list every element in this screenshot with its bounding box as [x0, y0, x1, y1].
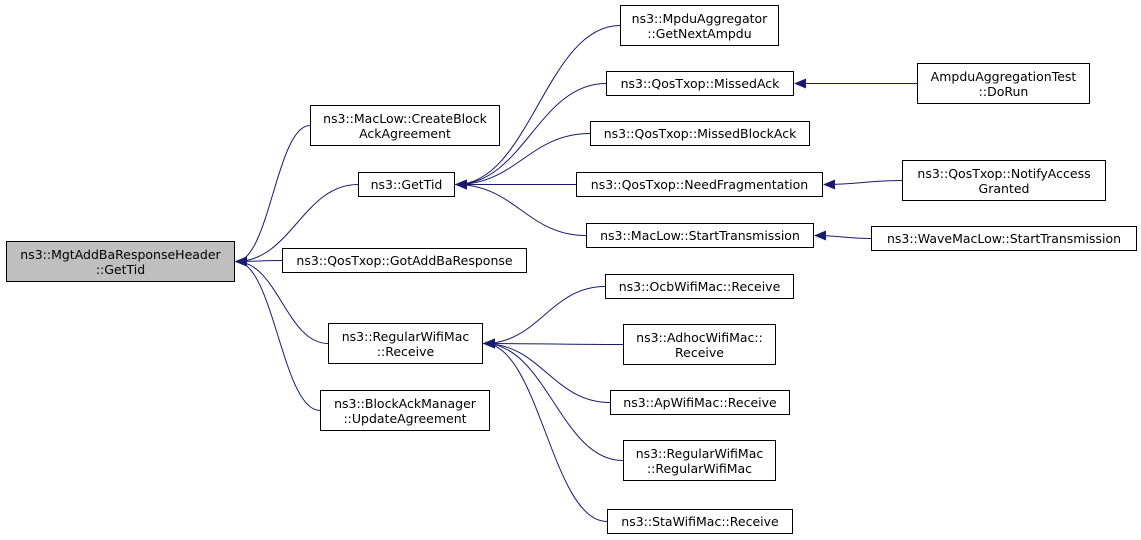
node-label-line: Granted [978, 180, 1030, 196]
node-qostxop-notifyaccessgranted[interactable]: ns3::QosTxop::NotifyAccess Granted [902, 160, 1106, 201]
node-label-line: ns3::StaWifiMac::Receive [621, 514, 779, 529]
node-regularwifimac-receive[interactable]: ns3::RegularWifiMac ::Receive [328, 323, 483, 364]
node-label-line: ::RegularWifiMac [646, 460, 753, 476]
node-label-line: ns3::QosTxop::NeedFragmentation [590, 177, 809, 192]
node-label-line: ns3::QosTxop::MissedAck [620, 76, 780, 91]
node-ocbwifimac-receive[interactable]: ns3::OcbWifiMac::Receive [605, 274, 794, 299]
node-label-line: ns3::GetTid [370, 177, 443, 192]
node-blockackmanager-updateagreement[interactable]: ns3::BlockAckManager ::UpdateAgreement [320, 390, 490, 431]
edge-staReceive-to-regularReceive [483, 338, 608, 522]
edge-waveStartTx-to-startTx [814, 230, 872, 241]
node-maclow-createblockackagreement[interactable]: ns3::MacLow::CreateBlock AckAgreement [310, 105, 500, 146]
node-label-line: ns3::WaveMacLow::StartTransmission [886, 231, 1122, 246]
node-label-line: ns3::AdhocWifiMac:: [636, 329, 763, 345]
node-regularwifimac-regularwifimac[interactable]: ns3::RegularWifiMac ::RegularWifiMac [623, 440, 776, 481]
node-ampduaggregationtest-dorun[interactable]: AmpduAggregationTest ::DoRun [917, 63, 1090, 104]
node-label-line: ::DoRun [978, 83, 1029, 99]
edge-updateAgreement-to-root [235, 256, 321, 411]
node-label-line: ns3::MacLow::CreateBlock [323, 110, 487, 126]
node-label-line: ns3::MgtAddBaResponseHeader [20, 246, 221, 262]
node-qostxop-missedblockack[interactable]: ns3::QosTxop::MissedBlockAck [590, 121, 810, 146]
node-label-line: AmpduAggregationTest [930, 68, 1077, 84]
edge-notifyAccess-to-needFrag [823, 179, 903, 190]
node-qostxop-needfragmentation[interactable]: ns3::QosTxop::NeedFragmentation [576, 172, 823, 197]
node-qostxop-missedack[interactable]: ns3::QosTxop::MissedAck [606, 71, 794, 96]
node-label-line: ns3::ApWifiMac::Receive [623, 395, 777, 410]
node-label-line: ns3::QosTxop::MissedBlockAck [603, 126, 797, 141]
node-label-line: ns3::RegularWifiMac [635, 445, 764, 461]
node-label-line: ns3::OcbWifiMac::Receive [618, 279, 781, 294]
edge-getNextAmpdu-to-getTid [455, 25, 621, 190]
node-stawifimac-receive[interactable]: ns3::StaWifiMac::Receive [607, 509, 793, 534]
node-label-line: ns3::MpduAggregator [631, 10, 768, 26]
node-label-line: ns3::QosTxop::NotifyAccess [917, 165, 1091, 181]
node-label-line: ns3::BlockAckManager [334, 395, 476, 411]
edge-getTid-to-root [235, 184, 359, 267]
node-adhocwifimac-receive[interactable]: ns3::AdhocWifiMac:: Receive [623, 324, 776, 365]
node-label-line: AckAgreement [359, 125, 451, 141]
edge-regularCtor-to-regularReceive [483, 338, 624, 461]
edge-createBlockAck-to-root [235, 125, 311, 267]
node-gettid[interactable]: ns3::GetTid [358, 172, 455, 197]
node-label-line: ::GetNextAmpdu [647, 25, 752, 41]
edge-ocbReceive-to-regularReceive [483, 286, 606, 349]
edge-regularReceive-to-root [235, 256, 329, 344]
node-label-line: Receive [675, 344, 724, 360]
node-maclow-starttransmission[interactable]: ns3::MacLow::StartTransmission [586, 223, 814, 248]
node-label-line: ns3::QosTxop::GotAddBaResponse [296, 253, 513, 268]
edge-missedAck-to-getTid [455, 83, 607, 190]
node-qostxop-gotaddbaresponse[interactable]: ns3::QosTxop::GotAddBaResponse [282, 248, 527, 273]
node-label-line: ns3::MacLow::StartTransmission [600, 228, 800, 243]
edge-missedBlockAck-to-getTid [455, 133, 591, 190]
edge-startTx-to-getTid [455, 179, 587, 236]
node-mpduaggregator-getnextampdu[interactable]: ns3::MpduAggregator ::GetNextAmpdu [620, 5, 779, 46]
node-label-line: ns3::RegularWifiMac [341, 328, 470, 344]
node-label-line: ::UpdateAgreement [343, 410, 467, 426]
node-apwifimac-receive[interactable]: ns3::ApWifiMac::Receive [610, 390, 790, 415]
node-label-line: ::Receive [376, 343, 435, 359]
edge-adhocReceive-to-regularReceive [483, 338, 624, 349]
edge-apReceive-to-regularReceive [483, 338, 611, 403]
node-label-line: ::GetTid [95, 261, 146, 277]
node-mgtaddbaresponseheader-gettid: ns3::MgtAddBaResponseHeader ::GetTid [6, 241, 235, 282]
node-wavemaclow-starttransmission[interactable]: ns3::WaveMacLow::StartTransmission [871, 226, 1137, 251]
